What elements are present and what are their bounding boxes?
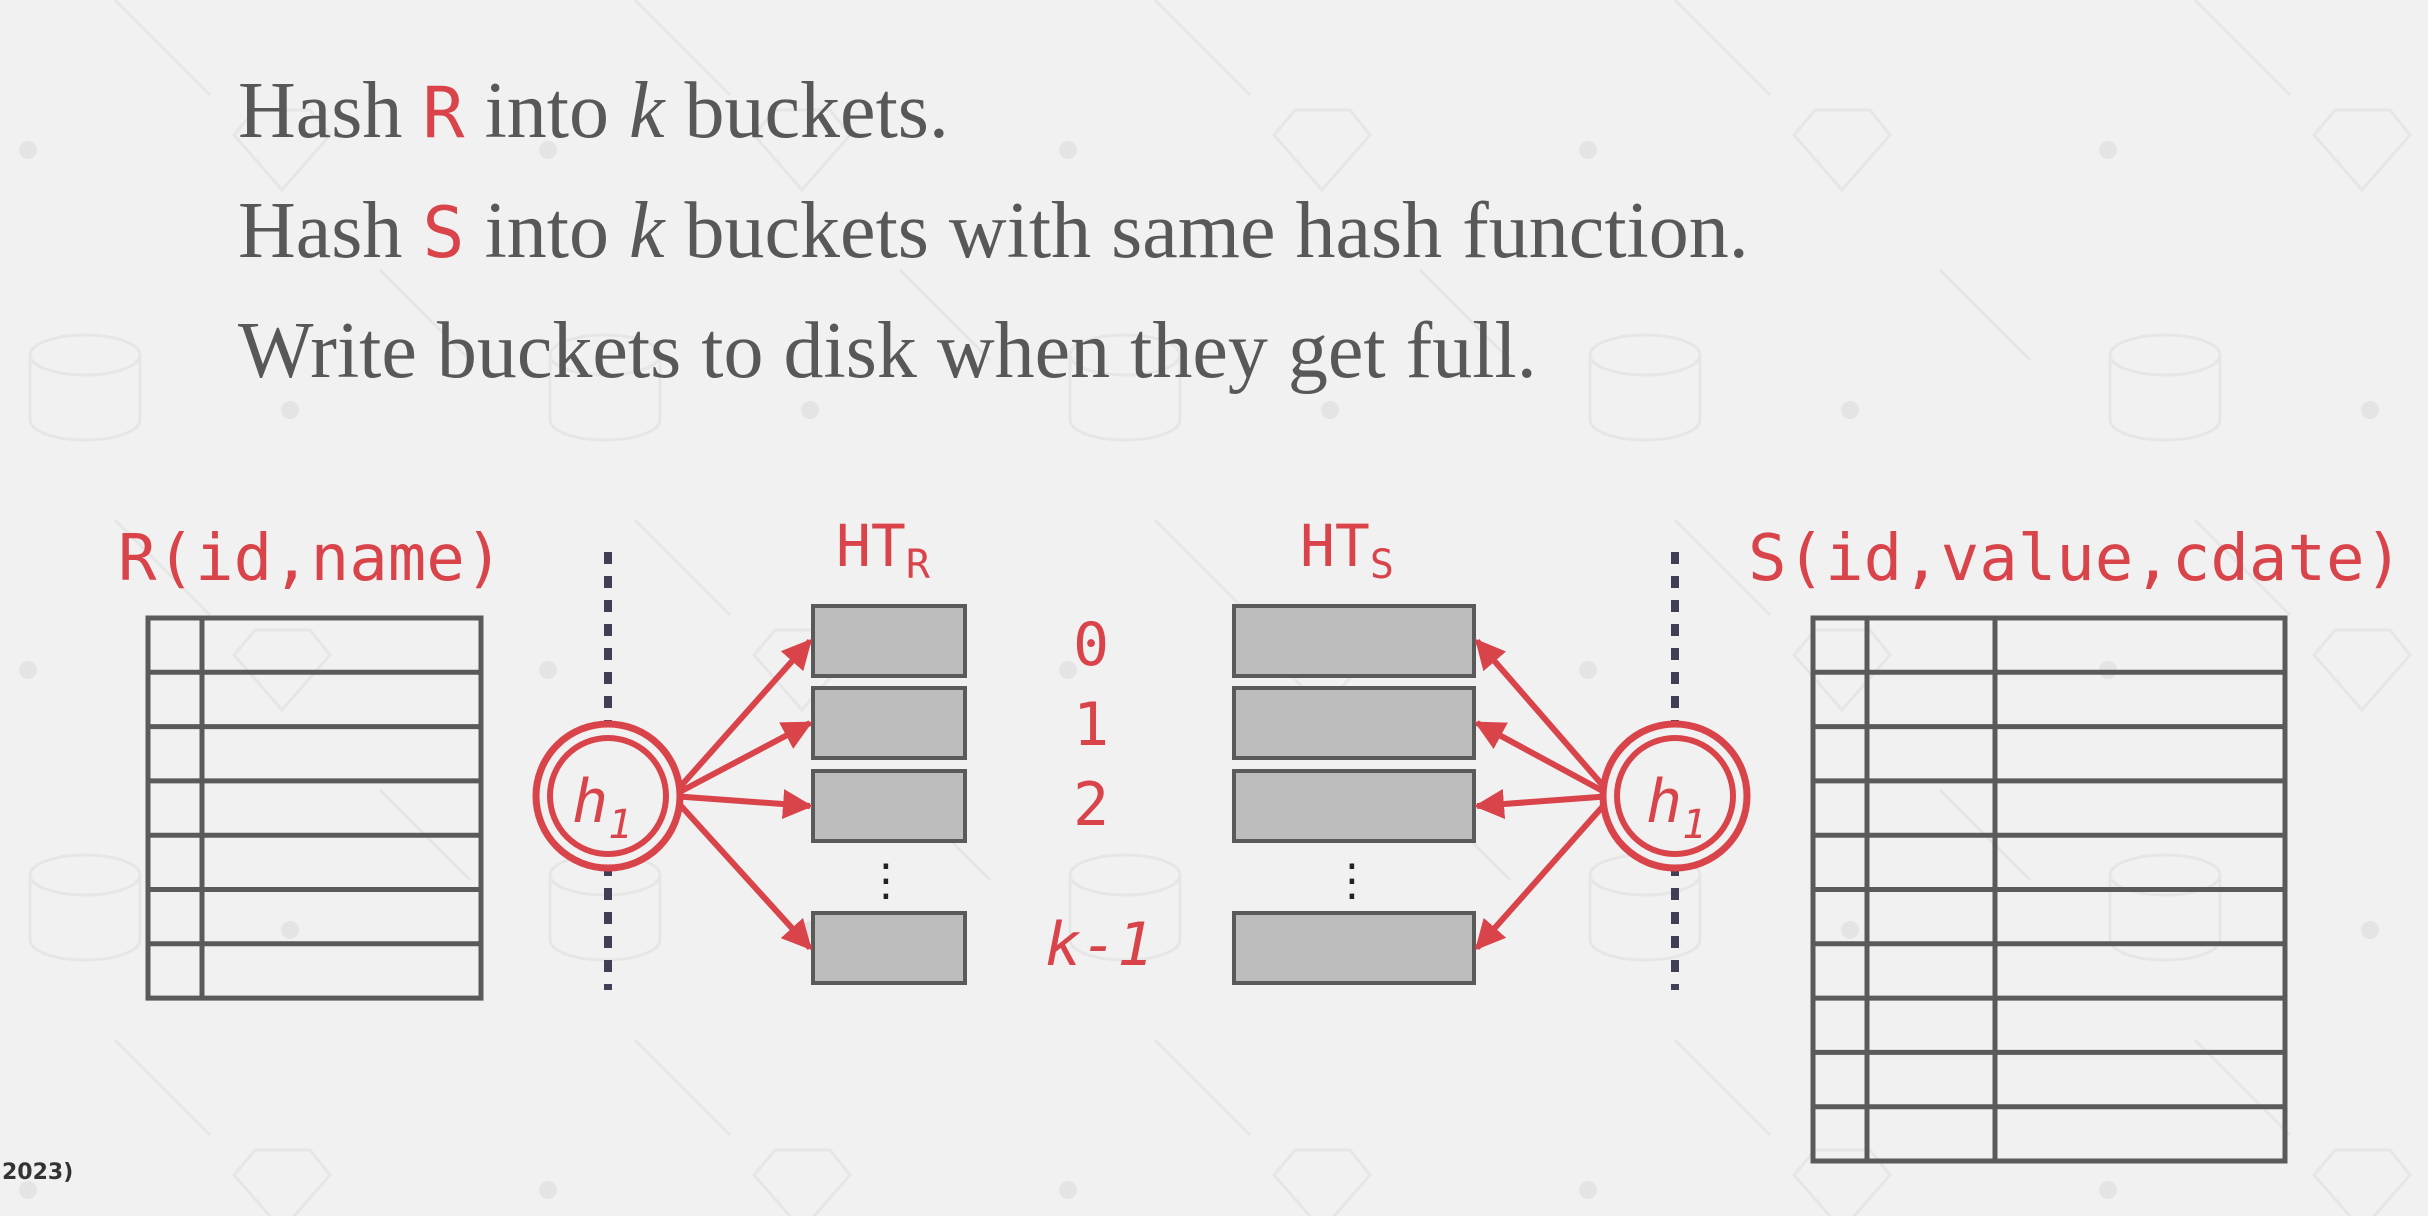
hash-table-s-label: HTS <box>1300 512 1394 588</box>
hash-fn-label: h <box>1646 767 1682 837</box>
bucket <box>811 769 967 843</box>
svg-text:h1: h1 <box>572 767 632 848</box>
bullet-text: Hash <box>238 67 423 155</box>
bullet-write-disk: Write buckets to disk when they get full… <box>238 307 1537 395</box>
ht-sub: R <box>905 542 930 588</box>
arrow-to-ht-s <box>1474 638 1615 798</box>
arrow-to-ht-r <box>669 638 813 798</box>
bucket <box>811 911 967 985</box>
bucket <box>1232 686 1476 760</box>
right-table-title: S(id,value,cdate) <box>1748 522 2404 596</box>
relation-r: R <box>422 72 465 154</box>
bullet-text: into <box>464 67 630 155</box>
hash-table-r-buckets <box>811 604 967 985</box>
bucket <box>811 604 967 678</box>
variable-k: k <box>629 187 665 275</box>
table-border <box>145 615 484 1001</box>
hash-table-r-label: HTR <box>836 512 930 588</box>
bucket-index-2: 2 <box>1073 770 1110 840</box>
right-table-s <box>1810 615 2288 1164</box>
hash-function-right: h1 <box>1599 720 1751 872</box>
hash-fn-label: h <box>572 767 608 837</box>
bucket-index-1: 1 <box>1073 690 1110 760</box>
arrow-to-ht-s <box>1474 794 1615 951</box>
bullet-text: buckets. <box>664 67 949 155</box>
arrow-to-ht-s <box>1474 720 1614 799</box>
bullet-hash-s: Hash S into k buckets with same hash fun… <box>238 172 1749 292</box>
ht-base: HT <box>1300 512 1370 580</box>
bullet-text: into <box>464 187 630 275</box>
arrow-to-ht-r <box>670 720 813 799</box>
bucket <box>811 686 967 760</box>
bucket-index-0: 0 <box>1073 610 1110 680</box>
variable-k: k <box>629 67 665 155</box>
ht-base: HT <box>836 512 906 580</box>
bullet-text: buckets with same hash function. <box>664 187 1749 275</box>
hash-function-left: h1 <box>532 720 684 872</box>
bucket <box>1232 769 1476 843</box>
hash-table-s-buckets <box>1232 604 1476 985</box>
left-ellipsis: ⋮ <box>864 855 908 906</box>
left-table-title: R(id,name) <box>118 522 504 596</box>
bullet-hash-r: Hash R into k buckets. <box>238 52 1749 172</box>
hash-fn-sub: 1 <box>608 802 632 848</box>
relation-s: S <box>422 192 465 274</box>
arrow-to-ht-s <box>1474 789 1613 819</box>
svg-text:h1: h1 <box>1646 767 1706 848</box>
hash-arrows <box>669 638 1615 951</box>
ht-sub: S <box>1369 542 1394 588</box>
bucket-index-last: k-1 <box>1045 910 1154 980</box>
hash-fn-sub: 1 <box>1682 802 1706 848</box>
arrow-to-ht-r <box>669 793 813 951</box>
bucket <box>1232 604 1476 678</box>
arrow-to-ht-r <box>671 789 813 820</box>
footer-text: 2023) <box>2 1160 74 1185</box>
bullet-text: Hash <box>238 187 423 275</box>
right-ellipsis: ⋮ <box>1330 855 1374 906</box>
left-table-r <box>145 615 484 1001</box>
bullet-list: Hash R into k buckets. Hash S into k buc… <box>238 52 1749 410</box>
bucket <box>1232 911 1476 985</box>
